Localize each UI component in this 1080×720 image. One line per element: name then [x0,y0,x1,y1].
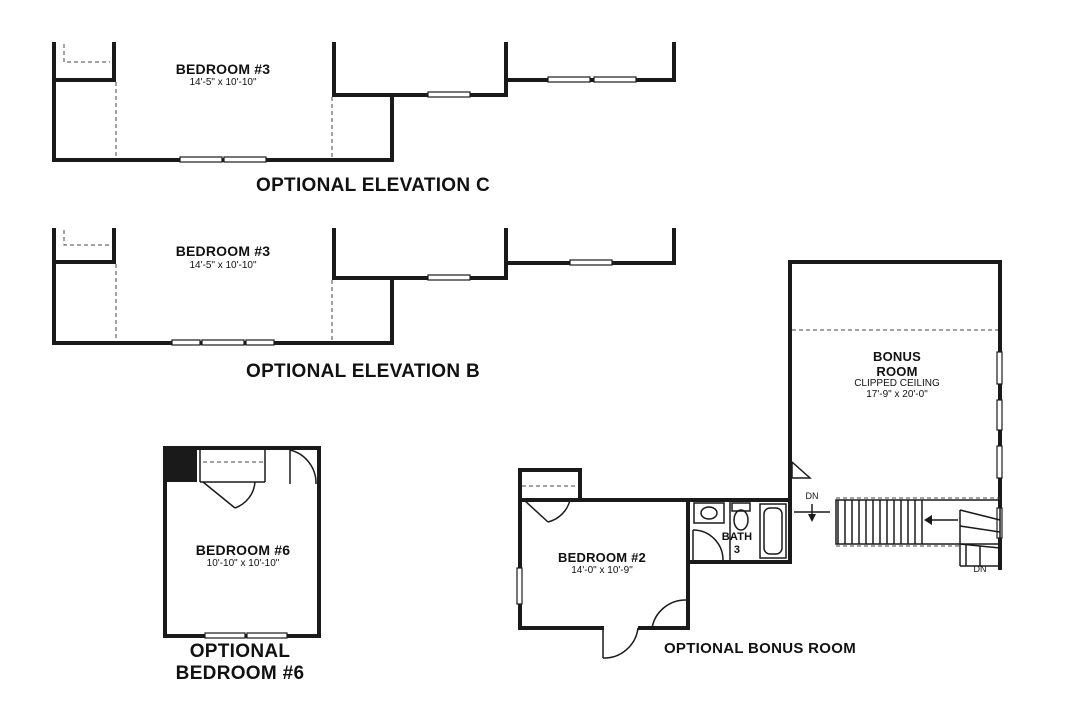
elevation-c-room-dimensions: 14'-5" x 10'-10" [189,77,257,88]
bath3-label-line2: 3 [733,544,741,556]
bedroom6-caption-line1: OPTIONAL [189,641,291,662]
elevation-b-plan [52,228,676,346]
bedroom6-room-name: BEDROOM #6 [195,542,291,558]
bedroom2-room-dimensions: 14'-0" x 10'-9" [571,565,633,576]
elevation-b-room-dimensions: 14'-5" x 10'-10" [189,260,257,271]
elevation-b-room-name: BEDROOM #3 [175,243,271,259]
elevation-c-room-name: BEDROOM #3 [175,61,271,77]
bath3-label-line1: BATH [721,531,753,543]
bonus-room-name-line1: BONUS [873,349,921,364]
bonus-room-name-line2: ROOM [876,364,918,379]
elevation-c-plan [52,42,676,163]
bonus-room-dimensions: 17'-9" x 20'-0" [866,389,928,400]
bedroom6-caption-line2: BEDROOM #6 [175,663,305,684]
bonus-room-caption: OPTIONAL BONUS ROOM [663,640,857,657]
bonus-room-note: CLIPPED CEILING [854,378,940,389]
stair-down-label-bottom: DN [973,564,987,574]
bonus-room-plan [516,260,1003,659]
elevation-b-caption: OPTIONAL ELEVATION B [245,361,481,382]
bedroom6-plan [163,446,321,639]
bedroom6-room-dimensions: 10'-10" x 10'-10" [206,558,280,569]
stair-down-label-top: DN [805,491,819,501]
elevation-c-caption: OPTIONAL ELEVATION C [255,175,491,196]
bedroom2-room-name: BEDROOM #2 [558,550,646,565]
